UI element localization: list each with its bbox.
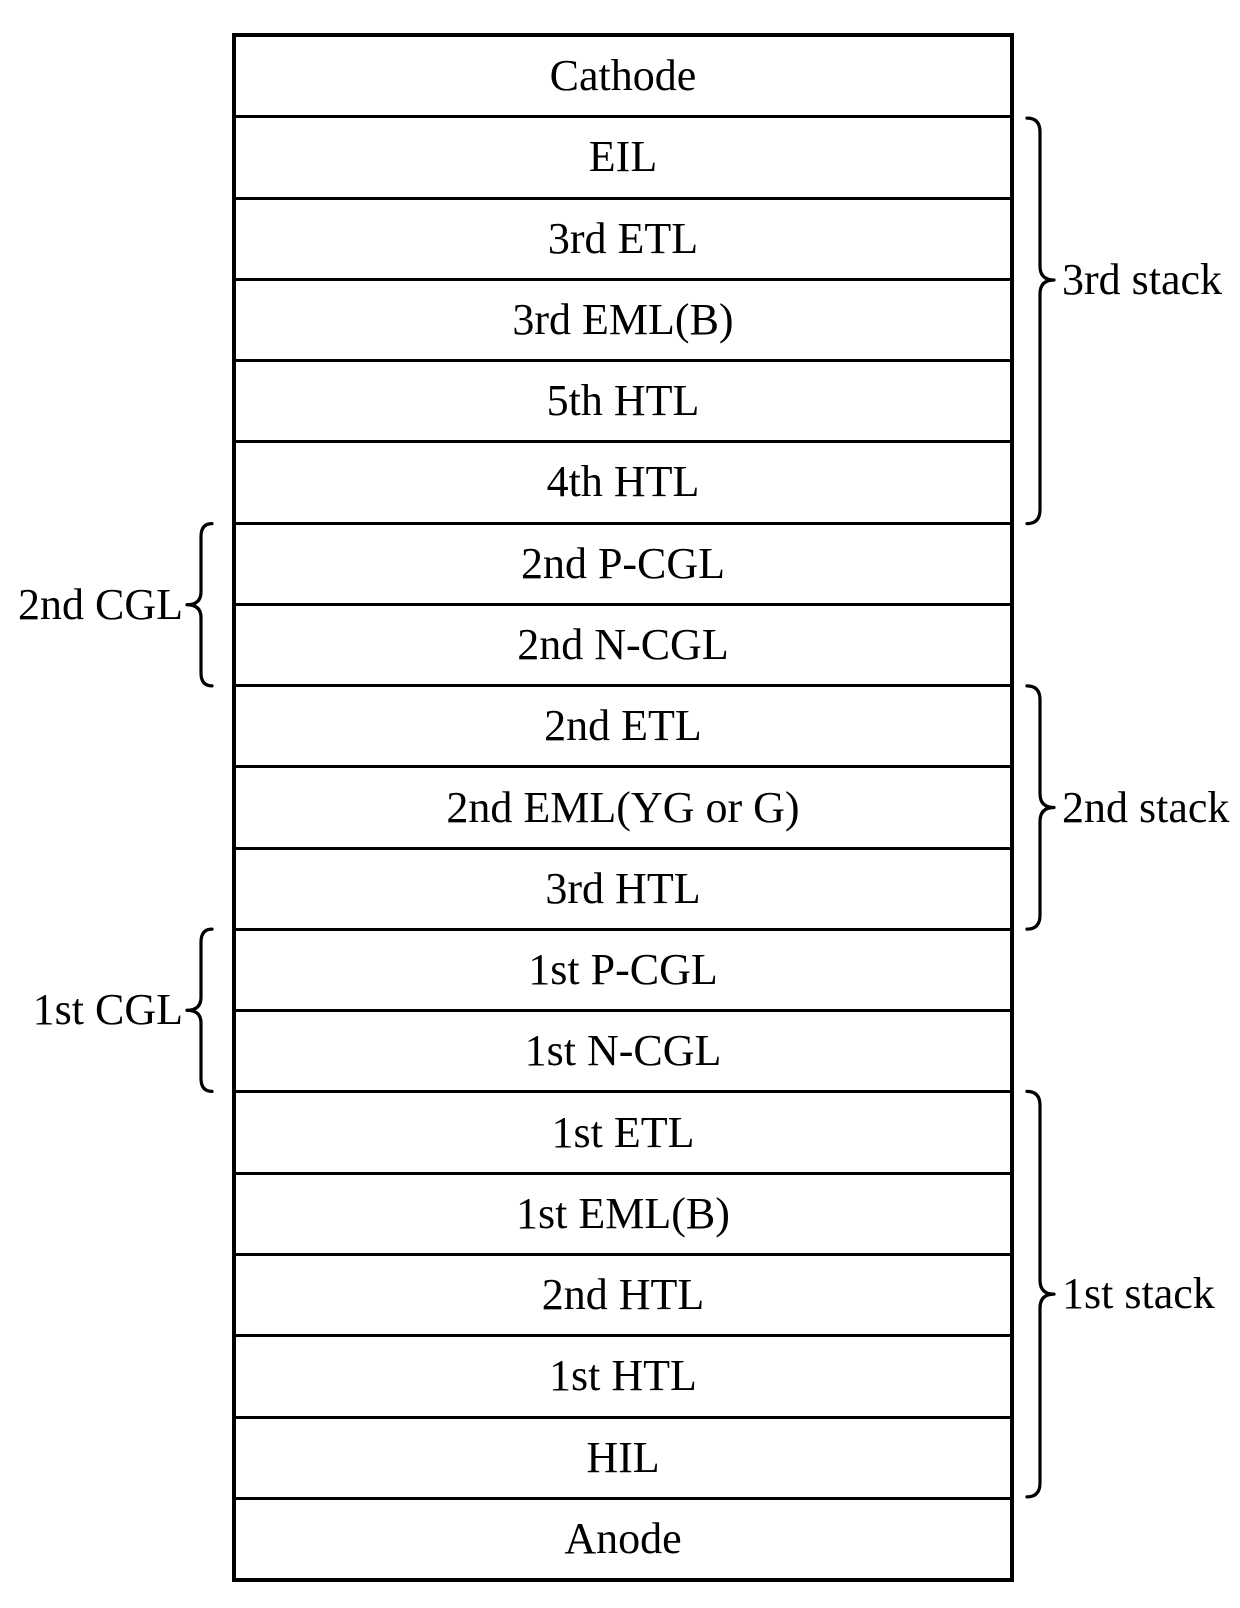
layer-row: 3rd HTL xyxy=(236,850,1010,931)
cgl-brace-label: 1st CGL xyxy=(32,985,183,1035)
cgl-brace-label: 2nd CGL xyxy=(18,579,183,629)
layer-label: Cathode xyxy=(549,51,697,101)
layer-row: 1st N-CGL xyxy=(236,1012,1010,1094)
stack-brace xyxy=(1025,1089,1056,1499)
layer-row: 2nd N-CGL xyxy=(236,606,1010,688)
layer-label: EIL xyxy=(588,132,658,182)
layer-label: 2nd P-CGL xyxy=(520,538,726,588)
layer-label: 5th HTL xyxy=(546,376,700,426)
layer-label: 1st EML(B) xyxy=(516,1188,730,1238)
layer-label: 1st P-CGL xyxy=(528,945,718,995)
layer-label: Anode xyxy=(564,1513,682,1563)
layer-label: 3rd ETL xyxy=(547,213,699,263)
stack-brace xyxy=(1025,684,1056,931)
layer-label: 3rd EML(B) xyxy=(512,294,734,344)
stack-brace xyxy=(1025,116,1056,526)
layer-row: 1st P-CGL xyxy=(236,931,1010,1013)
layer-label: 2nd N-CGL xyxy=(517,619,729,669)
layer-row: 2nd HTL xyxy=(236,1256,1010,1338)
layer-row: Anode xyxy=(236,1500,1010,1578)
layer-row: 2nd ETL xyxy=(236,687,1010,769)
layer-row: 1st EML(B) xyxy=(236,1175,1010,1256)
layer-label: 4th HTL xyxy=(546,457,700,507)
stack-brace-label: 1st stack xyxy=(1062,1269,1215,1319)
layer-row: HIL xyxy=(236,1419,1010,1500)
layer-label: 3rd HTL xyxy=(545,863,701,913)
layer-row: 5th HTL xyxy=(236,362,1010,444)
layer-row: 4th HTL xyxy=(236,443,1010,525)
cgl-brace xyxy=(185,927,214,1093)
layer-row: 2nd EML(YG or G) xyxy=(236,768,1010,850)
stack-brace-label: 3rd stack xyxy=(1062,255,1223,304)
layer-row: EIL xyxy=(236,118,1010,200)
layer-label: 1st ETL xyxy=(551,1107,695,1157)
layer-label: 1st N-CGL xyxy=(524,1026,722,1076)
layer-row: 3rd EML(B) xyxy=(236,281,1010,363)
layer-label: 2nd ETL xyxy=(544,701,702,751)
layer-row: Cathode xyxy=(236,37,1010,119)
layer-row: 1st HTL xyxy=(236,1337,1010,1419)
cgl-brace xyxy=(185,522,214,688)
layer-label: HIL xyxy=(586,1432,660,1482)
layer-row: 1st ETL xyxy=(236,1093,1010,1175)
stack-brace-label: 2nd stack xyxy=(1062,782,1230,832)
layer-label: 2nd EML(YG or G) xyxy=(446,782,800,832)
layer-label: 2nd HTL xyxy=(541,1270,705,1320)
layer-row: 3rd ETL xyxy=(236,200,1010,281)
layer-row: 2nd P-CGL xyxy=(236,525,1010,606)
layer-label: 1st HTL xyxy=(549,1351,697,1401)
